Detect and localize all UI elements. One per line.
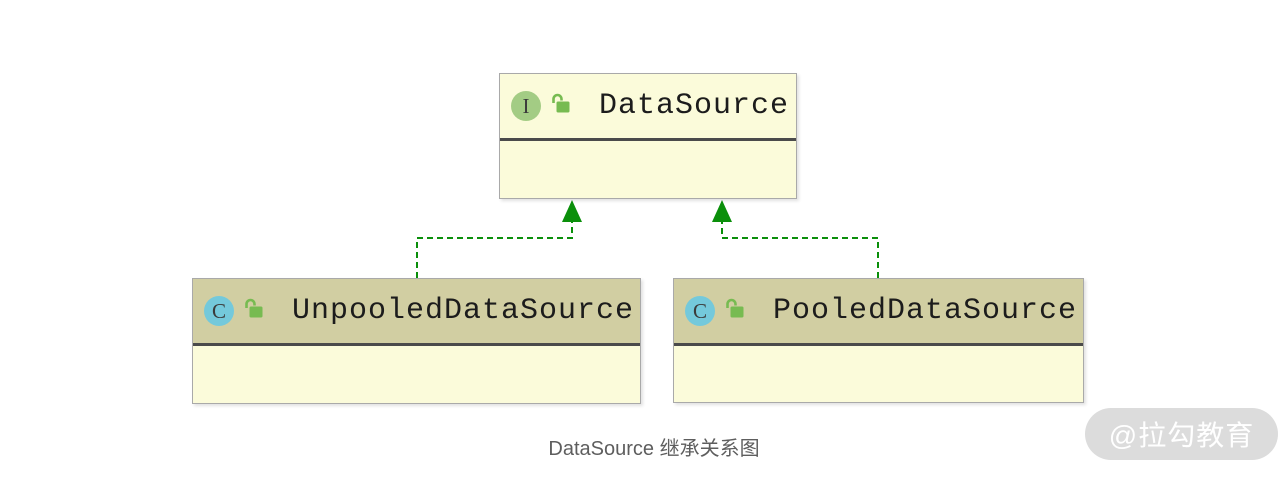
- node-name: UnpooledDataSource: [292, 294, 635, 328]
- class-icon: C: [685, 296, 715, 326]
- implements-arrowhead-icon: [562, 200, 582, 222]
- node-body: [193, 346, 640, 402]
- edge-pooled-implements-datasource: [712, 200, 879, 278]
- node-header: I DataSource: [500, 74, 796, 141]
- class-node-pooleddatasource: C PooledDataSource: [673, 278, 1084, 403]
- public-unlocked-icon: [724, 297, 745, 325]
- interface-node-datasource: I DataSource: [499, 73, 797, 199]
- node-header: C PooledDataSource: [674, 279, 1083, 346]
- node-body: [500, 141, 796, 197]
- implements-arrowhead-icon: [712, 200, 732, 222]
- node-name: DataSource: [599, 89, 790, 123]
- node-body: [674, 346, 1083, 402]
- node-name: PooledDataSource: [773, 294, 1078, 328]
- watermark-text: @拉勾教育: [1108, 420, 1255, 451]
- public-unlocked-icon: [243, 297, 264, 325]
- interface-badge-letter: I: [522, 93, 530, 118]
- class-badge-letter: C: [692, 298, 707, 323]
- class-badge-letter: C: [211, 298, 226, 323]
- class-node-unpooleddatasource: C UnpooledDataSource: [192, 278, 641, 404]
- interface-icon: I: [511, 91, 541, 121]
- class-icon: C: [204, 296, 234, 326]
- edge-unpooled-implements-datasource: [416, 200, 582, 278]
- watermark-badge: @拉勾教育: [1085, 408, 1278, 460]
- public-unlocked-icon: [550, 92, 571, 120]
- diagram-caption: DataSource 继承关系图: [548, 438, 760, 460]
- node-header: C UnpooledDataSource: [193, 279, 640, 346]
